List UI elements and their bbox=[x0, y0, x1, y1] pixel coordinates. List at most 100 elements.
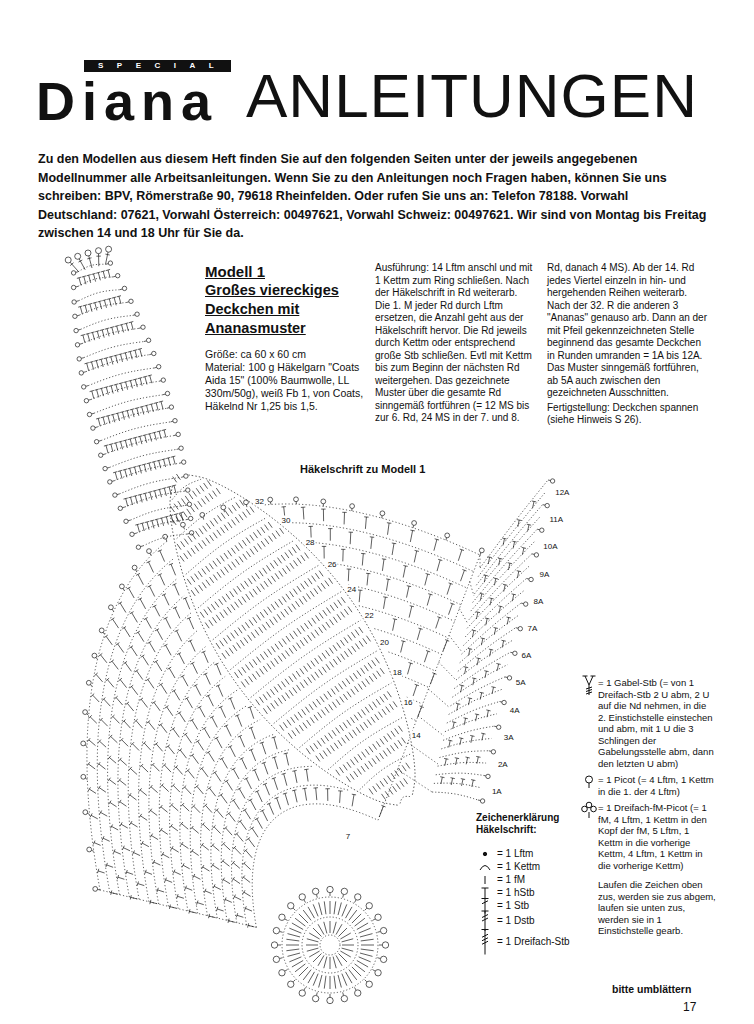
pineapple-stitch bbox=[244, 581, 248, 587]
stitch-top bbox=[154, 742, 157, 745]
stitch-top bbox=[460, 685, 464, 686]
pineapple-stitch bbox=[362, 681, 366, 687]
pineapple-stitch bbox=[198, 571, 202, 577]
picot-stem bbox=[280, 957, 283, 959]
row-number: 8A bbox=[533, 596, 545, 605]
stitch-top bbox=[120, 411, 124, 412]
picot bbox=[116, 274, 120, 278]
pineapple-stitch bbox=[257, 530, 261, 536]
stitch bbox=[144, 743, 151, 750]
pineapple-stitch bbox=[319, 571, 323, 577]
pineapple-stitch bbox=[231, 548, 235, 554]
stitch bbox=[265, 784, 270, 795]
stitch-top bbox=[124, 323, 128, 324]
stitch-top bbox=[157, 460, 161, 461]
row-number: 28 bbox=[305, 537, 316, 546]
pineapple-stitch bbox=[282, 681, 286, 687]
stitch bbox=[226, 726, 231, 737]
pineapple-stitch bbox=[232, 520, 236, 526]
stitch-top bbox=[159, 723, 163, 726]
stitch-top bbox=[149, 404, 153, 405]
stitch bbox=[212, 717, 217, 727]
picot-stem bbox=[81, 357, 83, 359]
pineapple-stitch bbox=[380, 697, 384, 703]
stitch bbox=[204, 728, 210, 738]
legend-text: = 1 Dreifach-Stb bbox=[497, 936, 570, 948]
pineapple-stitch bbox=[353, 730, 357, 736]
pineapple-stitch bbox=[359, 627, 363, 633]
stitch bbox=[348, 569, 350, 581]
stitch-top bbox=[152, 701, 156, 704]
stitch bbox=[382, 559, 384, 571]
pineapple-stitch bbox=[398, 740, 402, 746]
pineapple-stitch bbox=[275, 644, 279, 650]
row-number: 3A bbox=[503, 732, 515, 741]
pineapple-stitch bbox=[373, 673, 377, 679]
stitch-top bbox=[119, 678, 122, 681]
border-chain bbox=[439, 751, 488, 758]
stitch-top bbox=[197, 901, 198, 905]
stitch bbox=[346, 907, 353, 918]
row-number: 24 bbox=[346, 584, 357, 593]
pineapple-stitch bbox=[326, 622, 330, 628]
stitch bbox=[333, 922, 336, 934]
picot-stem bbox=[323, 504, 324, 507]
stitch bbox=[106, 387, 108, 395]
stitch bbox=[234, 848, 241, 855]
stitch bbox=[164, 430, 166, 438]
stitch bbox=[217, 909, 224, 911]
stitch-top bbox=[498, 558, 502, 560]
pineapple-stitch bbox=[220, 556, 224, 562]
stitch-top bbox=[126, 870, 127, 874]
stitch bbox=[508, 563, 510, 570]
stitch bbox=[194, 876, 201, 879]
stitch bbox=[388, 523, 390, 535]
pineapple-stitch bbox=[245, 622, 249, 628]
stitch bbox=[313, 904, 318, 916]
pineapple-stitch bbox=[246, 665, 250, 671]
picot bbox=[445, 533, 450, 538]
chain-row bbox=[128, 613, 191, 900]
stitch-top bbox=[118, 602, 122, 604]
pineapple-stitch bbox=[272, 533, 276, 539]
stitch bbox=[100, 301, 102, 309]
pineapple-stitch bbox=[310, 717, 314, 723]
logo: Diana bbox=[36, 74, 218, 128]
pineapple-stitch bbox=[246, 594, 250, 600]
pineapple-stitch bbox=[257, 615, 261, 621]
stitch bbox=[156, 662, 162, 672]
symbol-stroke bbox=[482, 911, 489, 912]
stitch bbox=[449, 604, 453, 615]
tail-chain bbox=[79, 302, 126, 315]
pineapple-stitch bbox=[314, 588, 318, 594]
stitch-top bbox=[232, 861, 235, 864]
stitch-top bbox=[213, 884, 215, 888]
stitch-top bbox=[342, 512, 346, 513]
stitch bbox=[103, 271, 105, 279]
pineapple-stitch bbox=[363, 638, 367, 644]
stitch bbox=[323, 509, 324, 521]
stitch-top bbox=[102, 698, 105, 701]
border-chain bbox=[439, 662, 456, 680]
pineapple-edge bbox=[170, 485, 398, 805]
stitch bbox=[116, 385, 118, 393]
row-number: 18 bbox=[392, 667, 403, 676]
pineapple-stitch bbox=[206, 538, 210, 544]
pineapple-stitch bbox=[296, 601, 300, 607]
stitch-top bbox=[147, 463, 151, 464]
pineapple-stitch bbox=[365, 764, 369, 770]
pineapple-stitch bbox=[340, 697, 344, 703]
pineapple-stitch bbox=[319, 627, 323, 633]
stitch bbox=[122, 325, 124, 333]
tail-chain bbox=[91, 381, 159, 399]
pineapple-stitch bbox=[263, 694, 267, 700]
symbol-stroke bbox=[485, 876, 486, 884]
stitch-top bbox=[105, 328, 109, 329]
stitch bbox=[112, 327, 114, 335]
picot bbox=[85, 250, 91, 256]
stitch bbox=[130, 468, 132, 476]
stitch bbox=[464, 718, 466, 725]
stitch bbox=[186, 888, 193, 891]
stitch bbox=[230, 747, 235, 757]
picot-stem bbox=[304, 900, 306, 903]
